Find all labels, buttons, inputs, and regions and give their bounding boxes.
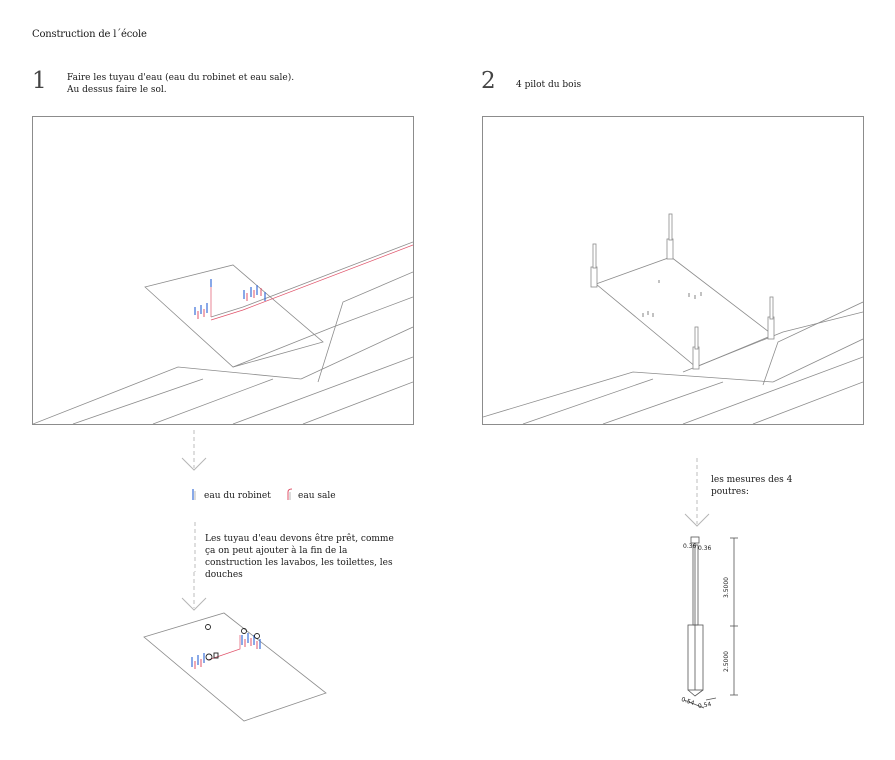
step-2-text: 4 pilot du bois bbox=[516, 80, 582, 90]
clean-water-pipe-icon bbox=[192, 489, 196, 500]
pipes-note: Les tuyau d'eau devons être prêt, comme … bbox=[205, 533, 395, 581]
arrow-down-icon bbox=[181, 430, 207, 471]
pipes-drawing-frame bbox=[32, 116, 414, 425]
dim-top-left: 0.36 bbox=[683, 543, 697, 550]
beams-note-line-2: poutres: bbox=[711, 487, 749, 497]
dirty-water-pipe-icon bbox=[287, 488, 293, 500]
legend-clean-water-label: eau du robinet bbox=[204, 491, 271, 501]
step-2-number: 2 bbox=[481, 68, 496, 94]
step-1-text-line-2: Au dessus faire le sol. bbox=[67, 85, 167, 95]
page-title: Construction de l´école bbox=[32, 29, 147, 40]
pipes-note-line-1: Les tuyau d'eau devons être prêt, comme bbox=[205, 534, 394, 544]
pipes-note-line-3: construction les lavabos, les toilettes,… bbox=[205, 558, 393, 568]
floor-slab-with-fixtures bbox=[143, 612, 327, 722]
piles-drawing-frame bbox=[482, 116, 864, 425]
beam-dimension-drawing bbox=[683, 536, 738, 709]
dashed-connector bbox=[194, 522, 196, 572]
step-1-text-line-1: Faire les tuyau d'eau (eau du robinet et… bbox=[67, 73, 295, 83]
beams-note-line-1: les mesures des 4 bbox=[711, 475, 793, 485]
legend-dirty-water-label: eau sale bbox=[298, 491, 336, 501]
pipes-note-line-2: ça on peut ajouter à la fin de la bbox=[205, 546, 348, 556]
wooden-piles-group bbox=[590, 213, 775, 370]
step-1-text: Faire les tuyau d'eau (eau du robinet et… bbox=[67, 72, 294, 96]
dim-top-right: 0.36 bbox=[698, 545, 712, 552]
step-1-number: 1 bbox=[32, 68, 47, 94]
arrow-down-icon-3 bbox=[684, 458, 710, 527]
beams-note: les mesures des 4 poutres: bbox=[711, 474, 792, 498]
pipes-isometric-drawing bbox=[33, 241, 413, 424]
piles-isometric-drawing bbox=[483, 213, 863, 424]
dim-lower-height: 2.5000 bbox=[723, 651, 730, 672]
dim-upper-height: 3.5000 bbox=[723, 577, 730, 598]
pipe-risers-group bbox=[194, 279, 266, 319]
pipes-note-line-4: douches bbox=[205, 570, 243, 580]
fixture-symbols bbox=[205, 624, 260, 661]
arrow-down-icon-2 bbox=[181, 572, 207, 611]
